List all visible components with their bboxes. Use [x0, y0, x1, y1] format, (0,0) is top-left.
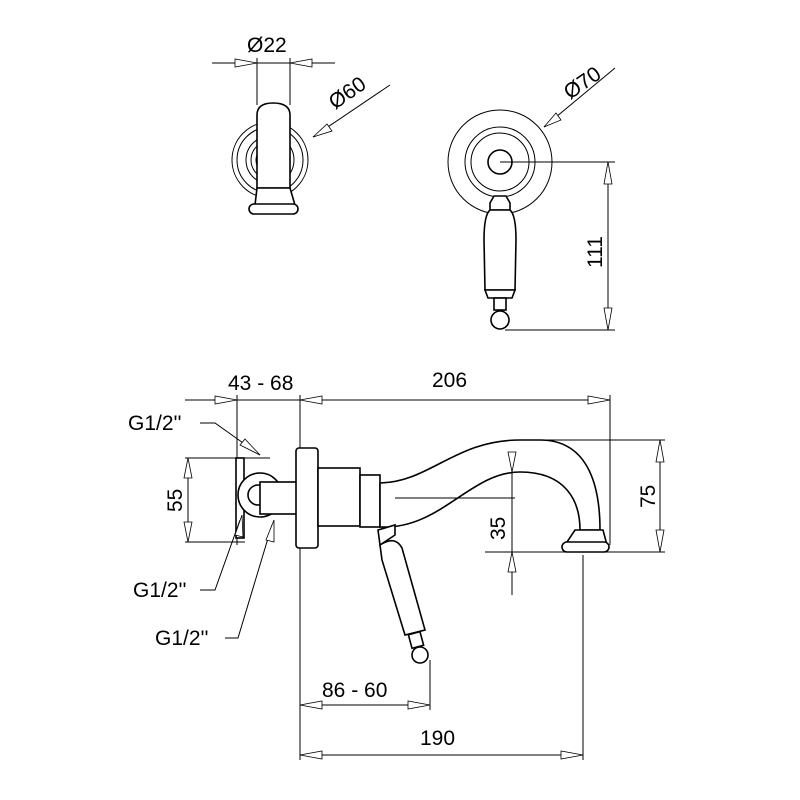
dim-spout-projection: 206: [432, 369, 467, 392]
dim-spout-diameter: Ø22: [247, 34, 287, 57]
handle-front-view: [447, 67, 616, 331]
dim-spout-height: 75: [637, 485, 660, 508]
dim-connection-height: 55: [164, 489, 187, 512]
dim-wall-depth: 43 - 68: [228, 372, 293, 395]
side-view: [183, 395, 665, 760]
connection-label: G1/2'': [128, 412, 182, 435]
dim-rosette-diameter: Ø60: [325, 72, 371, 114]
dim-outlet-distance: 190: [420, 727, 455, 750]
dim-handle-rosette-diameter: Ø70: [560, 62, 606, 104]
dim-outlet-clearance: 35: [487, 517, 510, 540]
dim-handle-offset: 86 - 60: [322, 679, 387, 702]
connection-label: G1/2'': [133, 579, 187, 602]
connection-label: G1/2'': [155, 627, 209, 650]
dim-handle-height: 111: [584, 236, 607, 268]
spout-front-view: [212, 58, 391, 215]
